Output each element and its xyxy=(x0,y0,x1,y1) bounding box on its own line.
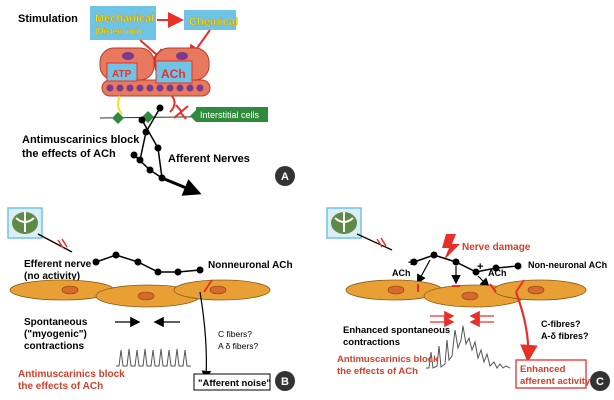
efferent-block-c xyxy=(376,237,387,248)
ach-box xyxy=(155,60,193,84)
enh-aff-line1: Enhanced xyxy=(520,364,566,375)
enhanced-afferent-box xyxy=(515,359,587,389)
badge-a xyxy=(275,166,295,186)
chemical-box xyxy=(184,10,236,30)
release-arrow-c3 xyxy=(416,259,431,285)
nonneuronal-ach-b: Nonneuronal ACh xyxy=(208,260,293,271)
afferent-curve-c xyxy=(514,291,538,363)
contraction-trace-b xyxy=(116,348,191,367)
cfibres-label: C-fibres? xyxy=(541,319,581,329)
contraction-trace-c xyxy=(426,325,511,369)
nonneuronal-mark-b xyxy=(203,279,213,293)
chemical-label: Chemical xyxy=(189,16,238,28)
badge-b xyxy=(275,371,295,391)
enh-aff-line2: afferent activity xyxy=(520,376,591,387)
plus-right: + xyxy=(477,261,483,273)
smooth-muscle-c xyxy=(345,279,587,308)
no-activity-label: (no activity) xyxy=(24,271,80,282)
efferent-block-b xyxy=(57,238,68,249)
ach-label: ACh xyxy=(161,67,186,81)
enh-spont-line1: Enhanced spontaneous xyxy=(343,325,450,336)
spont-line3: contractions xyxy=(24,341,84,352)
smooth-muscle-b xyxy=(9,279,271,308)
plus-left: + xyxy=(408,257,414,269)
interstitial-label: Interstitial cells xyxy=(200,110,260,120)
badge-a-label: A xyxy=(281,171,289,183)
afferent-noise-label: "Afferent noise" xyxy=(198,378,271,389)
interstitial-label-box xyxy=(196,107,268,122)
stimulation-label: Stimulation xyxy=(18,13,78,25)
antimusc-a-line1: Antimuscarinics block xyxy=(22,134,140,146)
panel-a: Stimulation Mechanical (Distension) Chem… xyxy=(18,6,295,196)
antimusc-b-line1: Antimuscarinics block xyxy=(18,369,125,380)
adelta-label-c: A-δ fibres? xyxy=(541,331,588,341)
antimusc-c-line1: Antimuscarinics block xyxy=(337,354,439,365)
afferent-nerves-label: Afferent Nerves xyxy=(168,153,250,165)
afferent-curve-b xyxy=(199,291,212,381)
antimusc-b-line2: the effects of ACh xyxy=(18,381,103,392)
afferent-nerve xyxy=(130,104,202,196)
antimusc-a-line2: the effects of ACh xyxy=(22,148,116,160)
mechanical-box xyxy=(90,6,156,40)
panel-c: Nerve damage ACh + + ACh Non-neuronal AC… xyxy=(326,207,610,391)
distension-label: (Distension) xyxy=(95,27,142,36)
receptor-marks-c xyxy=(417,279,525,293)
block-marks xyxy=(173,104,189,120)
efferent-nerve-b xyxy=(92,251,204,276)
nerve-damage-label: Nerve damage xyxy=(462,242,531,253)
efferent-nerve-label: Efferent nerve xyxy=(24,259,92,270)
ach-release-arrow xyxy=(169,95,176,113)
mechanical-label: Mechanical xyxy=(95,13,154,25)
spont-line1: Spontaneous xyxy=(24,317,88,328)
antimusc-c-line2: the effects of ACh xyxy=(337,366,418,377)
spinal-cord-grey-c xyxy=(334,212,354,232)
atp-release-arrow xyxy=(116,95,123,115)
release-arrow-c2 xyxy=(477,275,490,288)
afferent-noise-box xyxy=(193,373,271,391)
adelta-label-b: A δ fibers? xyxy=(218,341,258,351)
ach-right-label: ACh xyxy=(488,268,507,278)
badge-b-label: B xyxy=(281,376,289,388)
atp-box xyxy=(106,62,138,82)
spinal-cord-grey xyxy=(15,212,35,232)
ach-left-label: ACh xyxy=(392,268,411,278)
cfibers-label: C fibers? xyxy=(218,329,252,339)
enh-spont-line2: contractions xyxy=(343,337,400,348)
efferent-line-b xyxy=(37,233,73,253)
efferent-nerve-c xyxy=(410,251,522,276)
vesicle-dots xyxy=(106,84,204,92)
nonneuronal-ach-c: Non-neuronal ACh xyxy=(528,260,607,270)
panel-b: Efferent nerve (no activity) Nonneuronal… xyxy=(7,207,295,392)
badge-c xyxy=(590,371,610,391)
lightning-icon xyxy=(442,234,460,260)
double-arrows-c xyxy=(430,310,494,328)
efferent-line-c xyxy=(356,233,393,251)
badge-c-label: C xyxy=(596,376,604,388)
spont-line2: ("myogenic") xyxy=(24,329,87,340)
atp-label: ATP xyxy=(112,69,132,80)
